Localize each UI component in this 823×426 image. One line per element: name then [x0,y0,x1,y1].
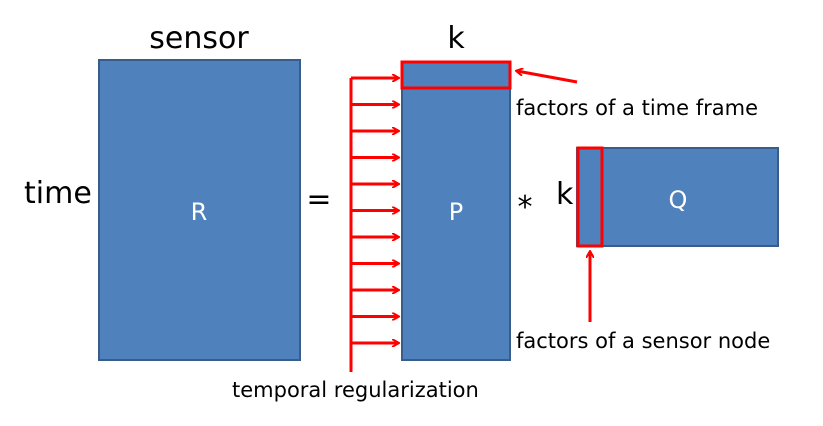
k-side-label: k [556,177,574,212]
matrix-P [401,61,511,361]
equals-sign: = [306,182,331,217]
time-axis-label: time [24,176,92,211]
time-frame-highlight [400,60,512,90]
k-top-label: k [447,21,465,56]
temporal-regularization-arrows [349,78,398,372]
sensor-axis-label: sensor [149,21,249,56]
time-frame-arrow [517,71,578,84]
factors-sensor-node-label: factors of a sensor node [516,329,770,353]
factors-time-frame-label: factors of a time frame [516,96,758,120]
multiply-sign: * [518,190,533,225]
matrix-R-label: R [191,198,208,226]
matrix-Q [576,147,779,247]
sensor-node-highlight [576,146,604,248]
matrix-R [98,59,301,361]
matrix-P-label: P [449,198,463,226]
matrix-Q-label: Q [669,186,688,214]
temporal-regularization-label: temporal regularization [232,378,479,402]
